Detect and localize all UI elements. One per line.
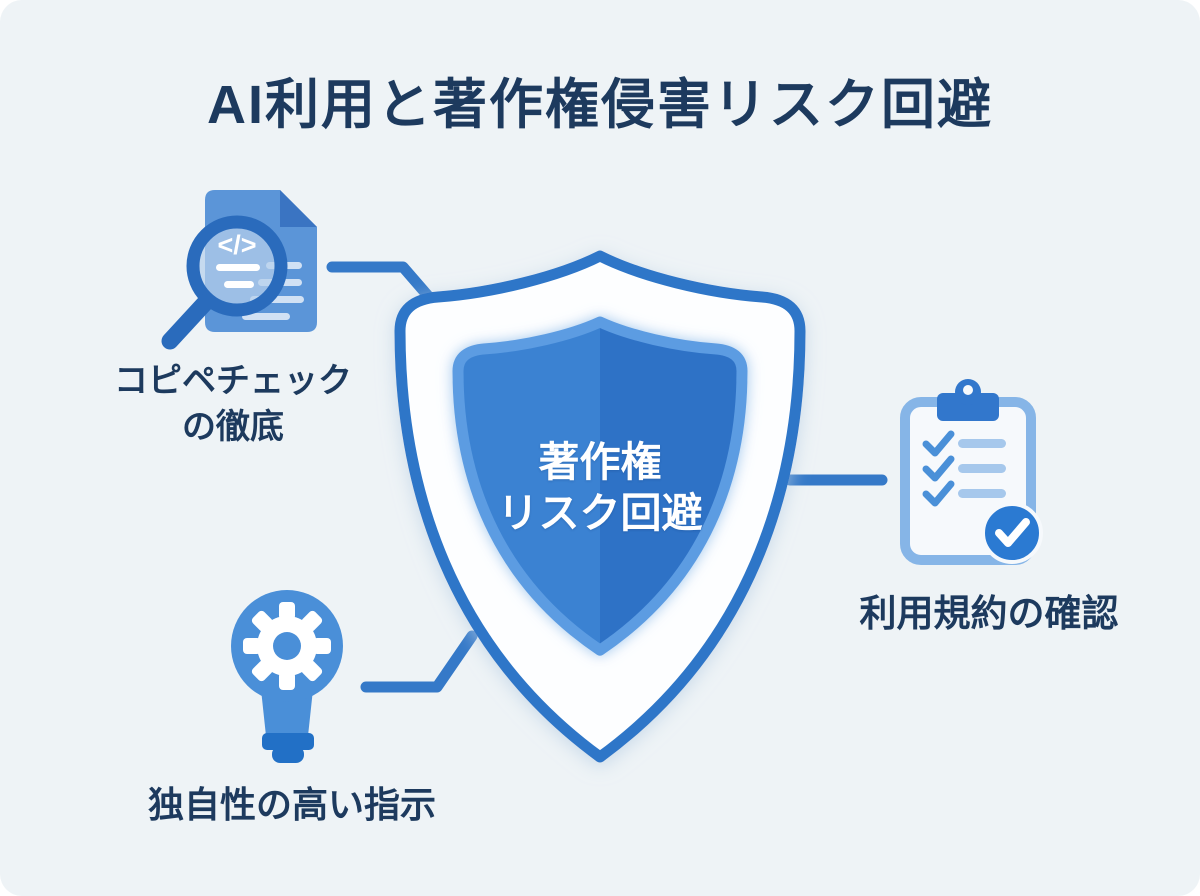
bulb-base-tip (272, 746, 304, 763)
clipboard-clip (937, 393, 999, 421)
magnifier-handle (161, 294, 214, 350)
shield-inner-left-half (457, 322, 600, 651)
shield-inner (458, 322, 742, 650)
lens-text-lines (216, 264, 260, 288)
bulb-base (262, 733, 314, 750)
magnifier-ring (186, 215, 288, 317)
connector-unique-prompt (360, 630, 478, 693)
document-search-icon: </> (161, 190, 317, 350)
label-copy-check: コピペチェック の徹底 (58, 358, 408, 450)
checklist-lines (958, 439, 1006, 498)
label-terms-check: 利用規約の確認 (859, 593, 1119, 634)
label-copy-check-line2: の徹底 (182, 408, 284, 446)
lightbulb-gear-icon (231, 590, 343, 763)
shield-inner-border (458, 322, 742, 650)
clipboard-checklist-icon (900, 379, 1043, 565)
shield-icon (394, 250, 806, 763)
label-unique-prompt: 独自性の高い指示 (147, 784, 436, 825)
document-fold (280, 190, 317, 227)
code-glyph: </> (217, 230, 256, 260)
check-badge-mark (995, 518, 1030, 547)
checklist-checks (922, 430, 955, 507)
label-copy-check-line1: コピペチェック (114, 362, 352, 400)
clipboard-knob-hole (963, 385, 973, 395)
gear-icon (243, 602, 331, 690)
page-title: AI利用と著作権侵害リスク回避 (207, 75, 993, 135)
